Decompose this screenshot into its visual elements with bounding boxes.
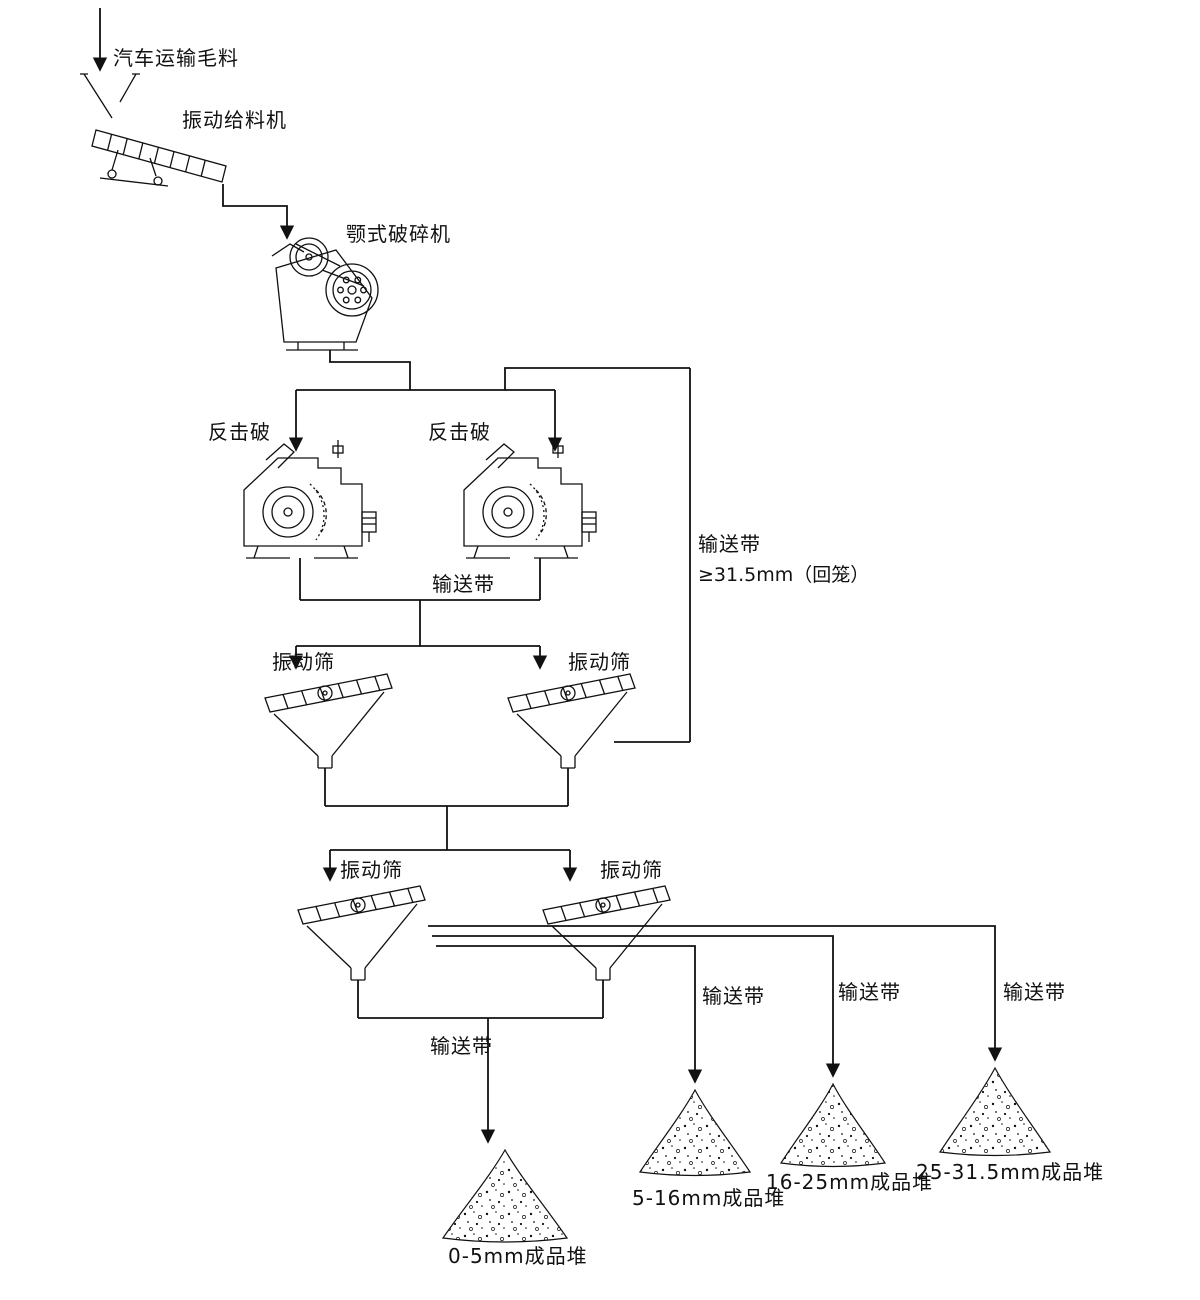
flow-lines: [92, 8, 1003, 1144]
label-jaw-crusher: 颚式破碎机: [346, 222, 451, 246]
label-impact-crusher-left: 反击破: [208, 420, 271, 444]
pile-16-25mm: [779, 1082, 887, 1168]
label-pile-5-16: 5-16mm成品堆: [632, 1186, 786, 1210]
label-screen-1-right: 振动筛: [568, 650, 631, 674]
label-return-size-note: ≥31.5mm（回笼）: [698, 564, 870, 586]
label-screen-1-left: 振动筛: [272, 650, 335, 674]
impact-crusher-left-drawing: [243, 439, 377, 559]
label-impact-crusher-right: 反击破: [428, 420, 491, 444]
label-conveyor-0-5: 输送带: [430, 1034, 493, 1058]
label-conveyor-main: 输送带: [432, 572, 495, 596]
label-pile-25-31-5: 25-31.5mm成品堆: [916, 1160, 1105, 1184]
label-screen-2-left: 振动筛: [340, 858, 403, 882]
label-conveyor-25-31-5: 输送带: [1003, 980, 1066, 1004]
product-piles: [441, 1066, 1052, 1243]
label-conveyor-16-25: 输送带: [838, 980, 901, 1004]
label-vibrating-feeder: 振动给料机: [182, 108, 287, 132]
vibrating-screen-1-left-drawing: [264, 673, 393, 769]
vibrating-feeder-drawing: [80, 73, 227, 187]
vibrating-screen-2-right-drawing: [542, 885, 671, 981]
impact-crusher-right-drawing: [463, 439, 597, 559]
vibrating-screen-1-right-drawing: [507, 673, 636, 769]
pile-5-16mm: [638, 1088, 752, 1177]
label-raw-feed: 汽车运输毛料: [113, 46, 239, 70]
pile-0-5mm: [441, 1148, 569, 1243]
jaw-crusher-drawing: [271, 237, 379, 351]
label-return-conveyor: 输送带: [698, 532, 761, 556]
pile-25-31-5mm: [938, 1066, 1052, 1157]
vibrating-screen-2-left-drawing: [297, 885, 426, 981]
label-screen-2-right: 振动筛: [600, 858, 663, 882]
label-pile-16-25: 16-25mm成品堆: [766, 1170, 934, 1194]
label-pile-0-5: 0-5mm成品堆: [448, 1244, 588, 1268]
label-conveyor-5-16: 输送带: [702, 984, 765, 1008]
